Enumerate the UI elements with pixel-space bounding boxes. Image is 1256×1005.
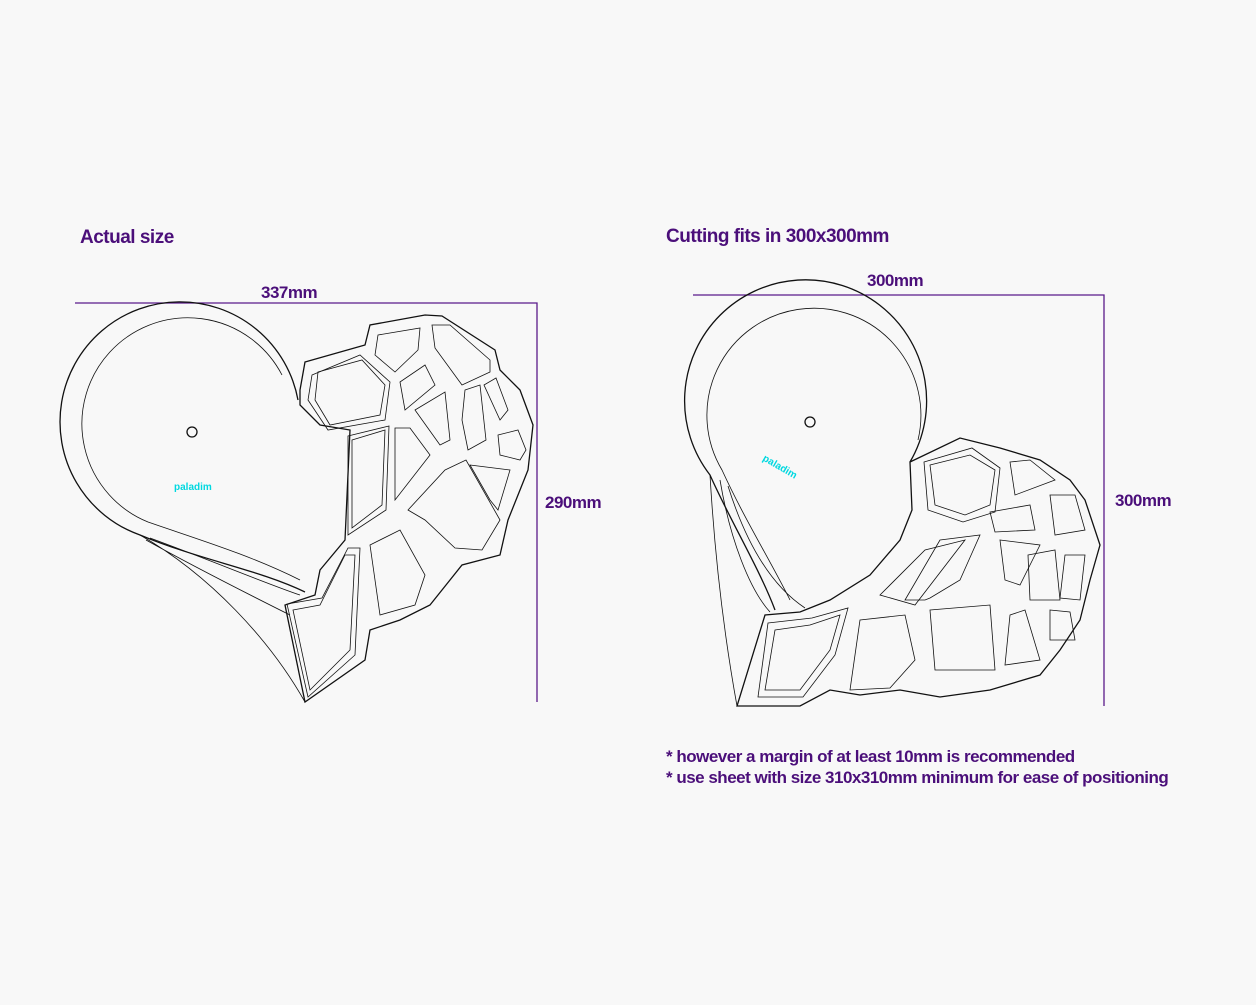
- right-dimension-lines: [693, 294, 1105, 706]
- right-width-label: 300mm: [867, 271, 924, 290]
- left-clock-ring-outer: [59, 301, 306, 593]
- left-mosaic-outline: [284, 314, 534, 704]
- right-clock-ring-outer: [683, 279, 928, 611]
- right-mosaic-cells: [757, 447, 1086, 698]
- right-center-hole: [804, 416, 816, 428]
- left-heart-drawing: paladim: [59, 301, 538, 704]
- note-margin: * however a margin of at least 10mm is r…: [666, 747, 1075, 766]
- left-dimension-lines: [75, 302, 538, 702]
- right-heart-drawing: paladim: [683, 279, 1105, 707]
- right-clock-ring-inner: [706, 307, 922, 601]
- right-height-label: 300mm: [1115, 491, 1172, 510]
- right-mosaic-outline: [736, 437, 1101, 707]
- right-logo: paladim: [761, 453, 799, 481]
- left-width-label: 337mm: [261, 283, 318, 302]
- left-logo: paladim: [174, 482, 212, 493]
- left-clock-ring-inner: [81, 317, 301, 581]
- left-center-hole: [186, 426, 198, 438]
- note-sheet-size: * use sheet with size 310x310mm minimum …: [666, 768, 1169, 787]
- left-tail-curves: [139, 534, 306, 703]
- left-title: Actual size: [80, 227, 174, 248]
- right-title: Cutting fits in 300x300mm: [666, 226, 889, 247]
- right-tail-curves: [709, 474, 806, 707]
- left-mosaic-cells: [286, 324, 527, 698]
- left-height-label: 290mm: [545, 493, 602, 512]
